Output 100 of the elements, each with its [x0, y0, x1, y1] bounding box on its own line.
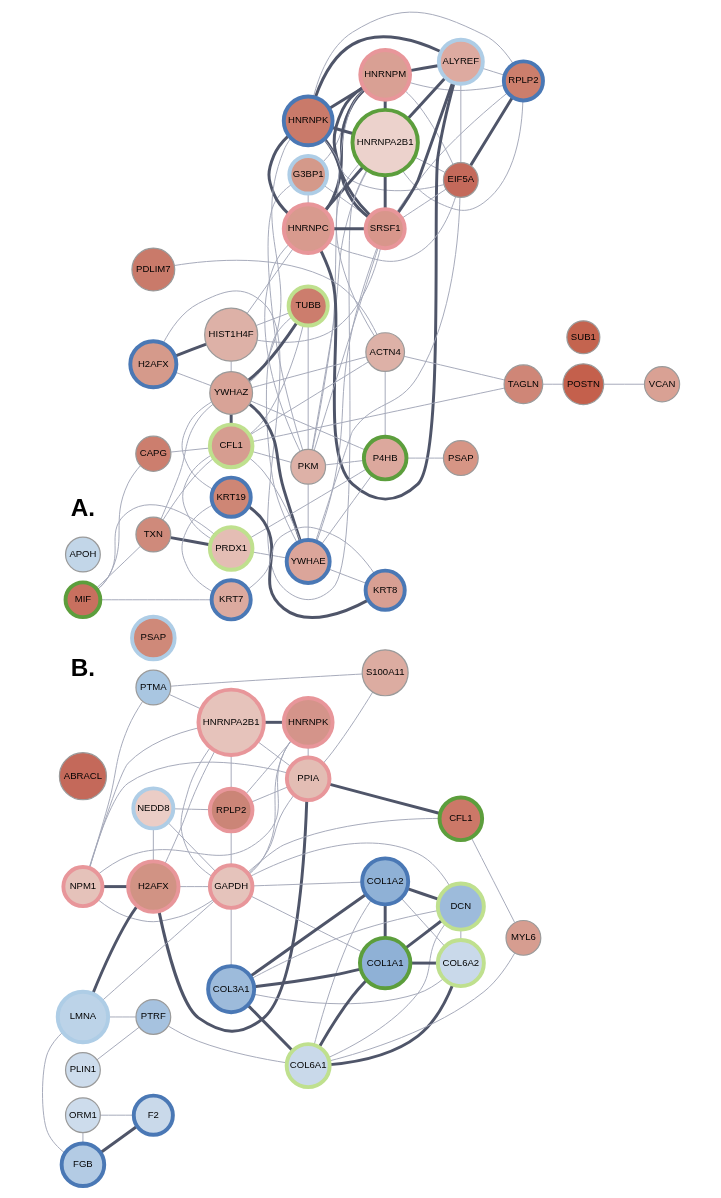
- connector: [173, 259, 377, 335]
- label: A.: [70, 494, 95, 522]
- node-circle: KRT19: [209, 475, 253, 519]
- node-circle: PRDX1: [207, 525, 254, 572]
- connector: [335, 162, 375, 337]
- node-circle: COL6A2: [435, 938, 486, 989]
- connector: [404, 919, 443, 950]
- connector: [97, 739, 292, 875]
- connector: [322, 691, 373, 764]
- connector: [248, 739, 292, 875]
- connector: [307, 483, 309, 541]
- connector: [157, 800, 308, 1033]
- connector: [248, 457, 301, 542]
- node-circle: HNRNPA2B1: [196, 687, 266, 757]
- node-circle: KRT7: [209, 578, 253, 622]
- node-circle: COL3A1: [205, 964, 256, 1015]
- node-circle: CAPG: [134, 435, 171, 472]
- connector: [99, 1125, 138, 1154]
- node-circle: COL1A2: [359, 856, 410, 907]
- connector: [152, 828, 154, 862]
- connector: [406, 76, 447, 120]
- connector: [96, 465, 141, 591]
- node-circle: KRT8: [363, 568, 407, 612]
- node-circle: H2AFX: [125, 859, 180, 914]
- connector: [163, 750, 215, 865]
- connector: [311, 88, 365, 451]
- node-circle: PTMA: [134, 669, 171, 706]
- connector: [166, 821, 216, 873]
- node-circle: CFL1: [437, 795, 484, 843]
- connector: [329, 984, 454, 1067]
- node-circle: LMNA: [55, 989, 110, 1045]
- node-circle: YWHAE: [284, 538, 332, 585]
- label: B.: [70, 654, 95, 682]
- connector: [263, 243, 300, 452]
- connector: [160, 403, 213, 520]
- connector: [181, 401, 214, 490]
- connector: [95, 546, 141, 589]
- node-circle: NPM1: [60, 865, 104, 909]
- node-circle: ALYREF: [436, 37, 485, 86]
- connector: [267, 134, 289, 215]
- connector: [470, 836, 515, 923]
- node-circle: PTRF: [134, 999, 171, 1035]
- connector: [256, 247, 381, 343]
- connector: [332, 227, 365, 231]
- node-circle: H2AFX: [127, 339, 178, 390]
- connector: [327, 196, 456, 262]
- connector: [173, 342, 207, 358]
- connector: [267, 183, 303, 451]
- node-circle: TUBB: [286, 284, 330, 328]
- connector: [307, 325, 309, 450]
- connector: [247, 321, 298, 382]
- node-circle: ABRACL: [58, 752, 107, 801]
- connector: [323, 88, 366, 212]
- connector: [88, 761, 288, 869]
- node-circle: VCAN: [643, 366, 680, 403]
- node-circle: TAGLN: [502, 364, 543, 405]
- connector: [401, 188, 446, 219]
- connector: [395, 81, 454, 215]
- connector: [162, 457, 214, 521]
- connector: [41, 1031, 65, 1154]
- node-circle: ORM1: [64, 1097, 101, 1134]
- node-circle: HNRNPM: [357, 47, 412, 102]
- node-circle: TXN: [134, 516, 171, 553]
- connector: [248, 324, 304, 435]
- node-circle: MYL6: [504, 919, 541, 956]
- node-circle: EIF5A: [442, 162, 479, 198]
- node-circle: POSTN: [561, 363, 604, 406]
- connector: [230, 754, 232, 789]
- connector: [403, 90, 453, 165]
- connector: [383, 175, 387, 209]
- node-circle: COL6A1: [284, 1042, 332, 1090]
- connector: [247, 794, 295, 875]
- node-circle: HNRNPK: [281, 94, 335, 148]
- connector: [383, 904, 387, 938]
- connector: [247, 505, 369, 620]
- connector: [318, 82, 455, 501]
- node-circle: PKM: [289, 448, 326, 485]
- connector: [312, 11, 514, 98]
- connector: [320, 474, 372, 545]
- connector: [332, 85, 371, 217]
- connector: [323, 166, 364, 212]
- connector: [542, 383, 563, 385]
- connector: [91, 905, 138, 995]
- connector: [315, 246, 378, 543]
- connector: [248, 403, 302, 542]
- node-circle: HNRNPK: [281, 695, 335, 749]
- connector: [395, 92, 508, 213]
- connector: [246, 1004, 293, 1052]
- connector: [400, 897, 445, 947]
- connector: [230, 360, 232, 373]
- node-circle: FGB: [59, 1141, 106, 1188]
- node-circle: HNRNPA2B1: [350, 107, 420, 178]
- connector: [403, 355, 505, 381]
- connector: [603, 383, 645, 385]
- connector: [248, 468, 367, 539]
- node-circle: HNRNPC: [281, 202, 335, 255]
- connector: [459, 83, 461, 163]
- node-circle: HIST1H4F: [203, 307, 258, 362]
- connector: [81, 1132, 83, 1144]
- node-circle: CFL1: [207, 422, 254, 470]
